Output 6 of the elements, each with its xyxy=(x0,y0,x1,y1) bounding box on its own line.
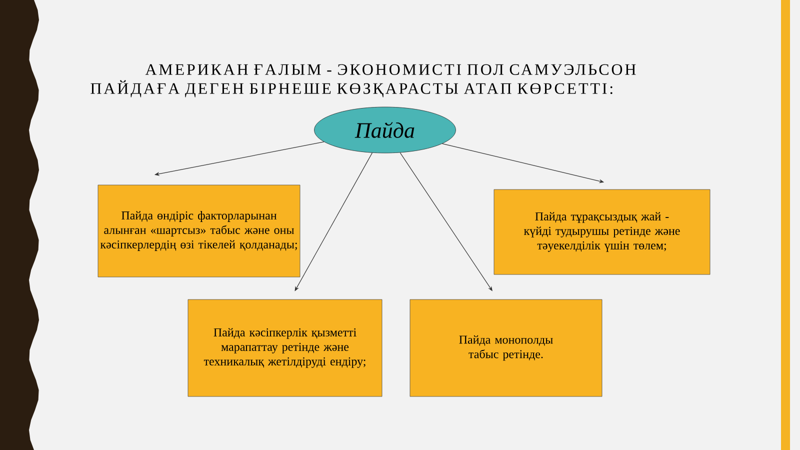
text-box: Пайда кәсіпкерлік қызметті марапаттау ретінде және техникалық жетілдіруді ендіру; xyxy=(188,299,382,397)
text-box: Пайда өндіріс факторларынан алынған «шартсыз» табыс және оны кәсіпкерлердің өзі тікелей қолданады; xyxy=(98,184,300,278)
ellipse-node: Пайда xyxy=(314,106,456,154)
text-box: Пайда тұрақсыздық жай -күйді тудырушы ретінде және тәуекелділік үшін төлем; xyxy=(494,189,710,275)
title: АМЕРИКАН ҒАЛЫМ - ЭКОНОМИСТІ ПОЛ САМУЭЛЬСОН ПАЙДАҒА ДЕГЕН БІРНЕШЕ КӨЗҚАРАСТЫ АТАП КӨРСЕТТІ: xyxy=(90,64,636,98)
text-box: Пайда монополды табыс ретінде. xyxy=(410,299,602,397)
